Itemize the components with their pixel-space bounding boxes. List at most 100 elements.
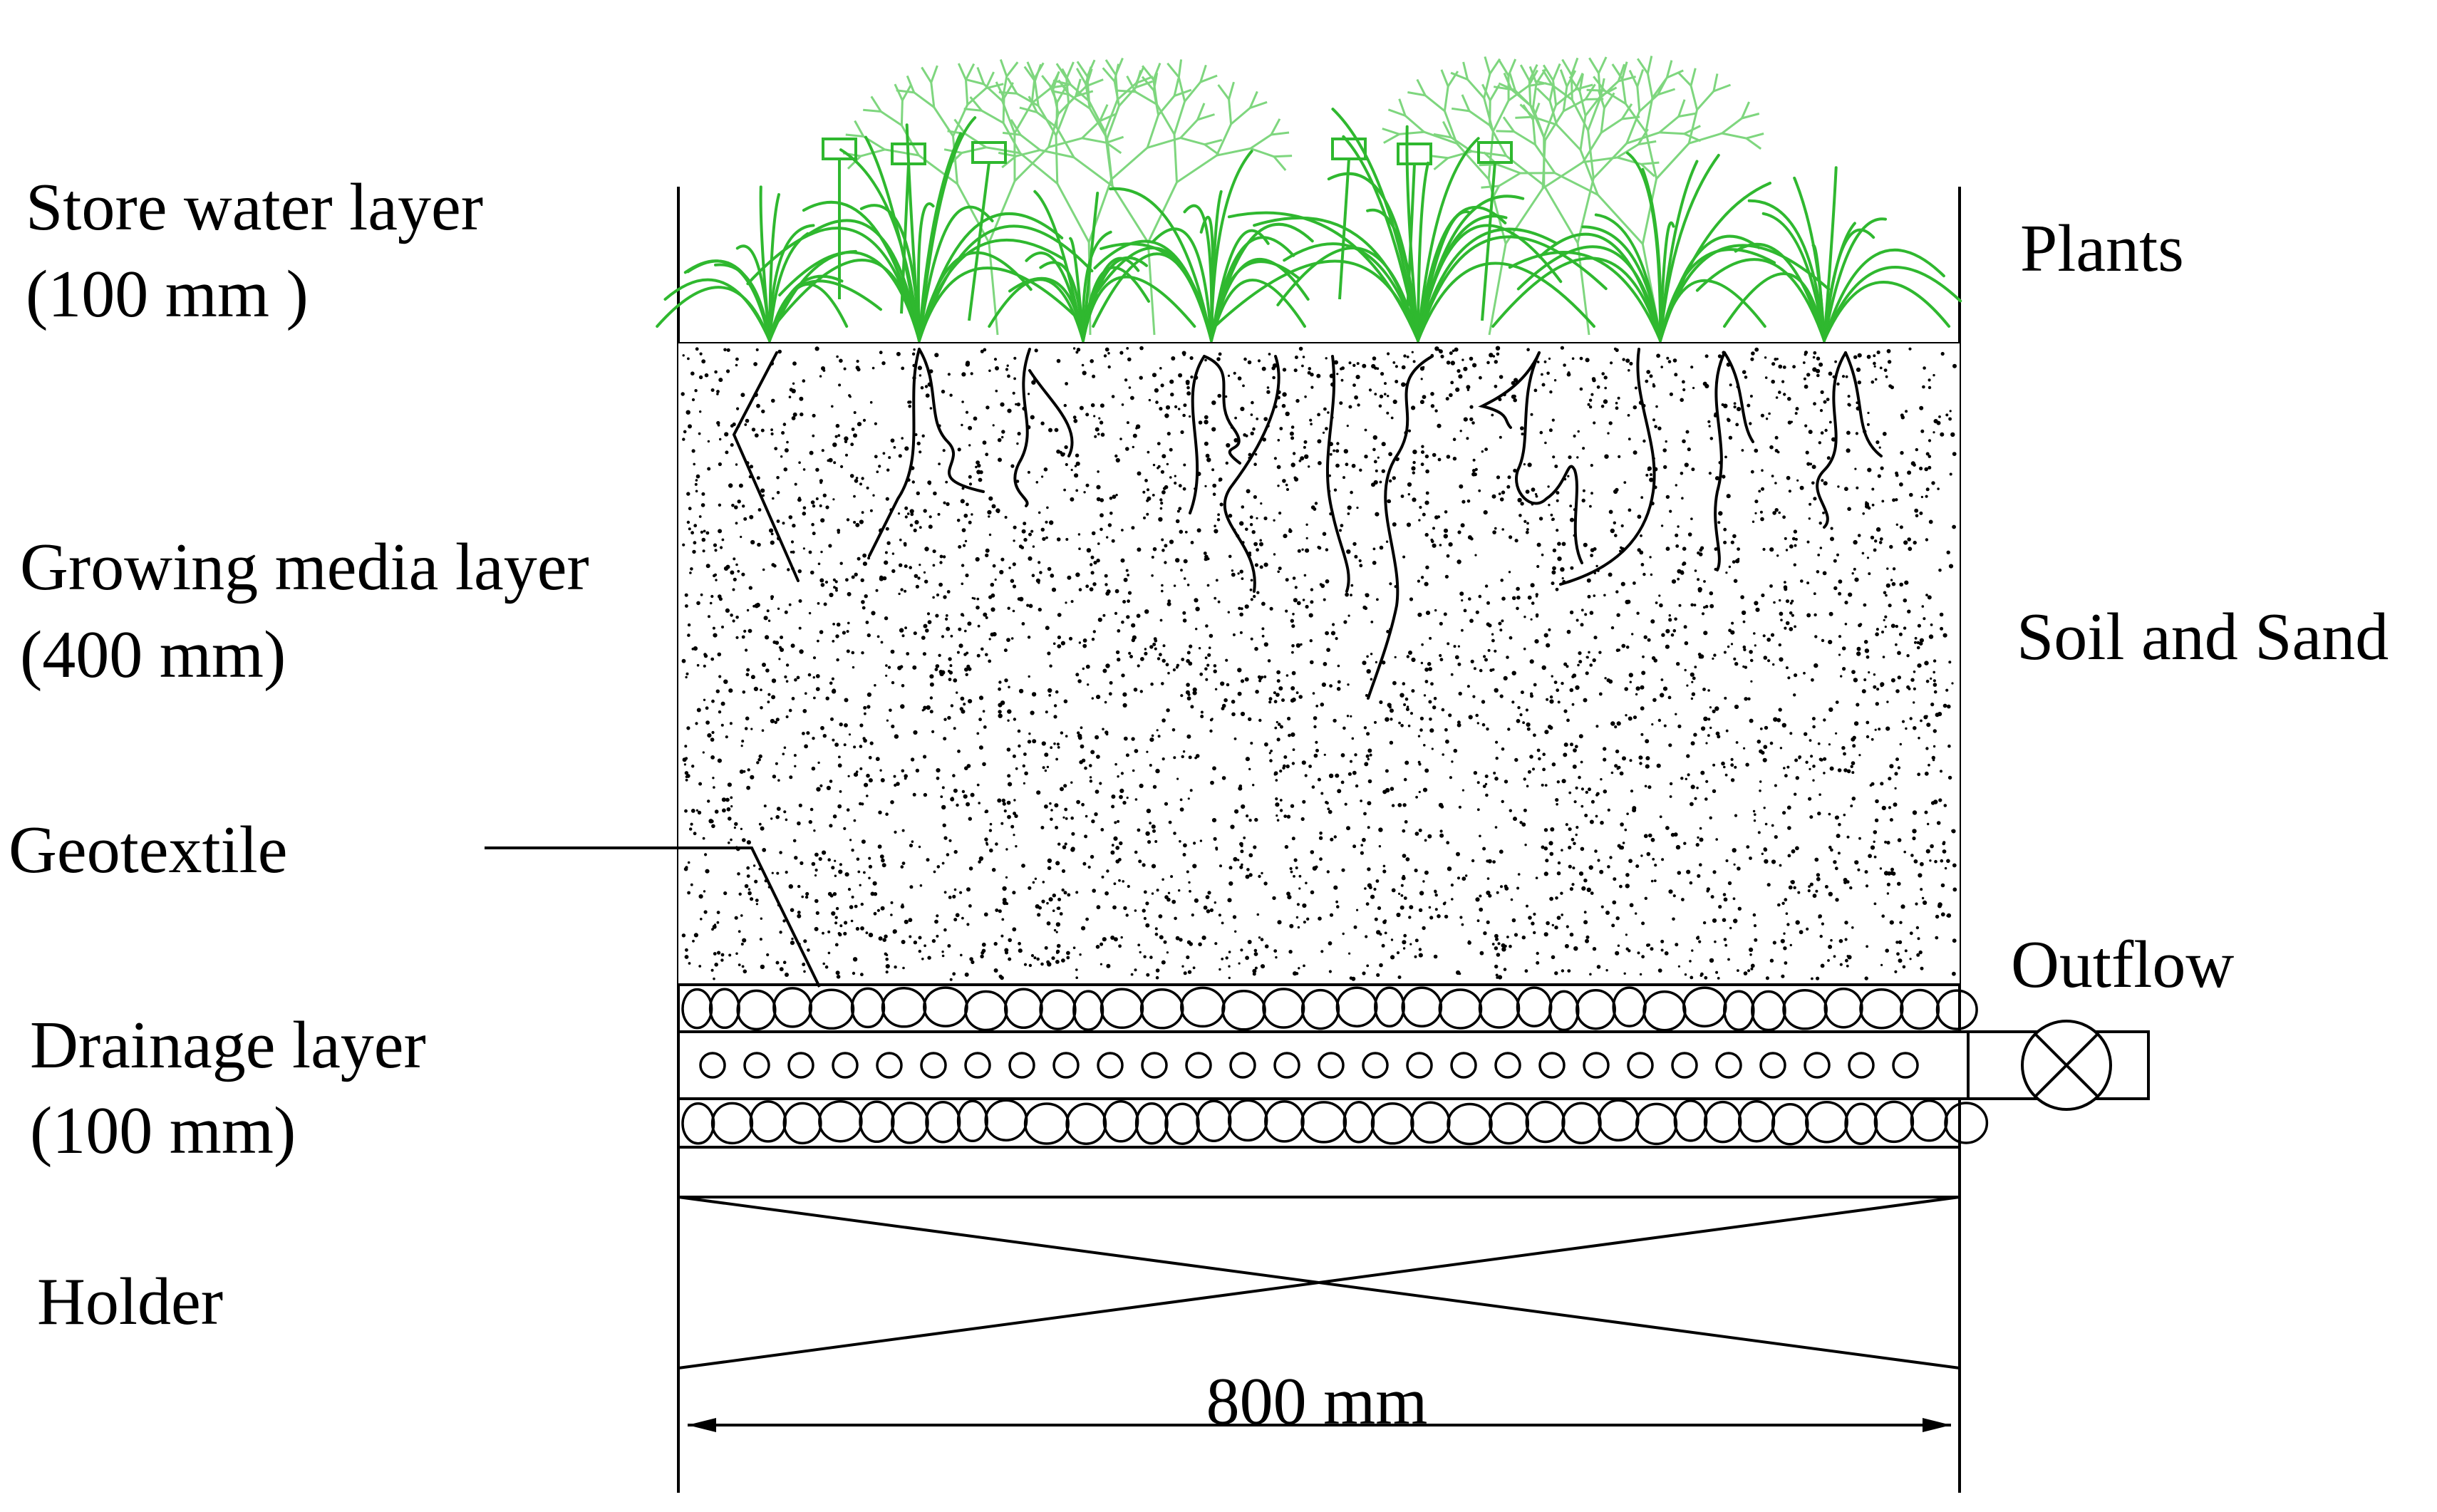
- soil-speck: [1703, 606, 1706, 609]
- shrub-branch: [1166, 62, 1180, 78]
- soil-speck: [1917, 663, 1922, 668]
- soil-speck: [1012, 609, 1015, 613]
- soil-speck: [790, 643, 795, 648]
- soil-speck: [1897, 675, 1901, 680]
- soil-speck: [1461, 358, 1464, 361]
- soil-speck: [743, 969, 747, 974]
- soil-speck: [1948, 417, 1952, 421]
- soil-speck: [1282, 479, 1286, 483]
- soil-speck: [1163, 940, 1167, 944]
- soil-speck: [1684, 462, 1689, 467]
- soil-speck: [740, 745, 743, 747]
- soil-speck: [683, 430, 687, 434]
- soil-speck: [1128, 651, 1132, 656]
- soil-speck: [1661, 858, 1665, 861]
- soil-speck: [1794, 537, 1798, 541]
- soil-speck: [1448, 713, 1452, 718]
- soil-speck: [859, 745, 863, 748]
- soil-speck: [1038, 561, 1041, 564]
- soil-speck: [1104, 574, 1108, 578]
- soil-speck: [819, 578, 824, 583]
- shrub-branch: [1033, 81, 1040, 106]
- soil-speck: [1421, 643, 1424, 646]
- soil-speck: [746, 609, 750, 612]
- soil-speck: [1535, 595, 1538, 598]
- soil-speck: [1774, 835, 1778, 839]
- soil-speck: [890, 800, 894, 804]
- soil-speck: [1001, 430, 1005, 434]
- soil-speck: [1240, 948, 1243, 952]
- soil-speck: [1812, 367, 1817, 372]
- soil-speck: [827, 858, 831, 861]
- soil-speck: [1139, 376, 1143, 380]
- soil-speck: [1053, 704, 1057, 708]
- soil-speck: [924, 385, 928, 388]
- soil-speck: [976, 597, 980, 601]
- soil-speck: [869, 741, 874, 745]
- soil-speck: [1432, 527, 1435, 530]
- soil-speck: [1846, 835, 1850, 839]
- soil-speck: [1574, 745, 1578, 749]
- soil-speck: [956, 691, 958, 694]
- soil-speck: [1082, 667, 1085, 670]
- soil-speck: [1923, 617, 1926, 621]
- soil-speck: [834, 874, 837, 877]
- soil-speck: [1498, 621, 1502, 626]
- soil-speck: [772, 640, 777, 644]
- soil-speck: [1074, 465, 1077, 467]
- soil-speck: [1818, 522, 1822, 525]
- soil-speck: [904, 919, 909, 924]
- soil-speck: [1769, 958, 1774, 963]
- soil-speck: [1100, 828, 1104, 832]
- soil-speck: [989, 848, 993, 853]
- soil-speck: [1427, 662, 1432, 666]
- soil-speck: [1246, 489, 1251, 494]
- shrub-branch: [1002, 131, 1021, 136]
- soil-speck: [1239, 569, 1243, 574]
- soil-speck: [1375, 879, 1380, 883]
- soil-speck: [1161, 589, 1164, 593]
- soil-speck: [1261, 964, 1264, 968]
- soil-speck: [1096, 905, 1101, 910]
- soil-speck: [1368, 388, 1372, 392]
- soil-speck: [1749, 395, 1753, 398]
- soil-speck: [1542, 752, 1546, 756]
- soil-speck: [1883, 618, 1885, 621]
- soil-speck: [1251, 400, 1254, 405]
- soil-speck: [1431, 539, 1434, 544]
- soil-speck: [1305, 881, 1308, 885]
- soil-speck: [1655, 405, 1658, 408]
- soil-speck: [1262, 437, 1266, 442]
- soil-speck: [801, 895, 804, 899]
- soil-speck: [1352, 383, 1356, 387]
- soil-speck: [1483, 510, 1488, 515]
- soil-speck: [1663, 724, 1667, 727]
- soil-speck: [1131, 638, 1136, 643]
- soil-speck: [1203, 905, 1208, 910]
- soil-speck: [1255, 690, 1259, 694]
- gravel-stone: [1003, 988, 1043, 1030]
- soil-speck: [963, 794, 968, 799]
- soil-speck: [1892, 498, 1896, 502]
- soil-speck: [1130, 395, 1134, 400]
- soil-speck: [776, 491, 780, 494]
- soil-speck: [1405, 708, 1409, 711]
- soil-speck: [1551, 581, 1555, 586]
- soil-speck: [1134, 850, 1138, 854]
- soil-speck: [811, 522, 814, 527]
- soil-speck: [682, 437, 685, 441]
- soil-speck: [1641, 670, 1646, 675]
- soil-speck: [808, 550, 812, 554]
- soil-speck: [1838, 938, 1843, 943]
- soil-speck: [1511, 700, 1515, 704]
- soil-speck: [1523, 808, 1527, 812]
- soil-speck: [1484, 447, 1489, 451]
- gravel-stone: [1703, 1100, 1742, 1144]
- soil-speck: [1390, 416, 1394, 420]
- soil-speck: [1136, 613, 1141, 618]
- soil-speck: [1914, 641, 1917, 644]
- pipe-hole: [1097, 1052, 1124, 1079]
- soil-speck: [1496, 352, 1500, 356]
- soil-speck: [1207, 891, 1211, 895]
- soil-speck: [1180, 694, 1184, 698]
